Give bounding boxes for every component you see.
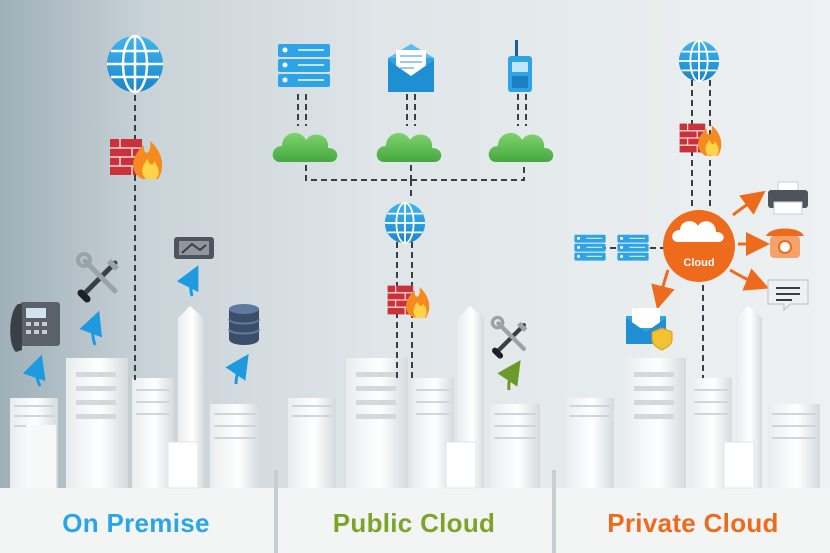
telephone-icon <box>766 228 804 258</box>
tools-icon <box>78 254 119 299</box>
globe-icon <box>677 39 721 83</box>
private-cloud-base <box>556 488 830 553</box>
private-cloud-arrows <box>651 190 770 310</box>
secure-email-icon <box>626 308 673 351</box>
firewall-icon <box>109 138 163 180</box>
cloud-icon <box>488 132 554 162</box>
public-cloud-skyline <box>288 306 540 489</box>
on-premise-base <box>0 488 274 553</box>
on-premise-label: On Premise <box>62 507 210 538</box>
private-cloud-skyline <box>566 306 820 489</box>
walkie-talkie-icon <box>508 40 532 92</box>
globe-icon <box>105 34 165 94</box>
printer-icon <box>768 181 808 215</box>
cloud-icon <box>376 132 442 162</box>
cloud-icon <box>272 132 338 162</box>
on-premise-skyline <box>10 306 260 489</box>
server-rack-icon <box>277 43 331 88</box>
database-icon <box>228 304 260 345</box>
private-cloud-hub: Cloud <box>663 210 735 282</box>
server-rack-icon <box>573 234 607 262</box>
public-cloud-arrow <box>497 360 521 391</box>
firewall-icon <box>678 122 722 157</box>
chat-icon <box>767 279 809 312</box>
on-premise-arrows <box>22 265 249 387</box>
email-icon <box>388 44 434 92</box>
desk-phone-icon <box>10 302 60 352</box>
public-cloud-label: Public Cloud <box>332 507 496 538</box>
public-cloud-base <box>278 488 552 553</box>
private-cloud-label: Private Cloud <box>607 507 779 538</box>
projector-icon <box>174 237 214 259</box>
private-cloud-hub-label: Cloud <box>683 257 714 269</box>
firewall-icon <box>386 284 430 319</box>
server-rack-icon <box>616 234 650 262</box>
tools-icon <box>492 317 527 355</box>
globe-icon <box>383 201 427 245</box>
